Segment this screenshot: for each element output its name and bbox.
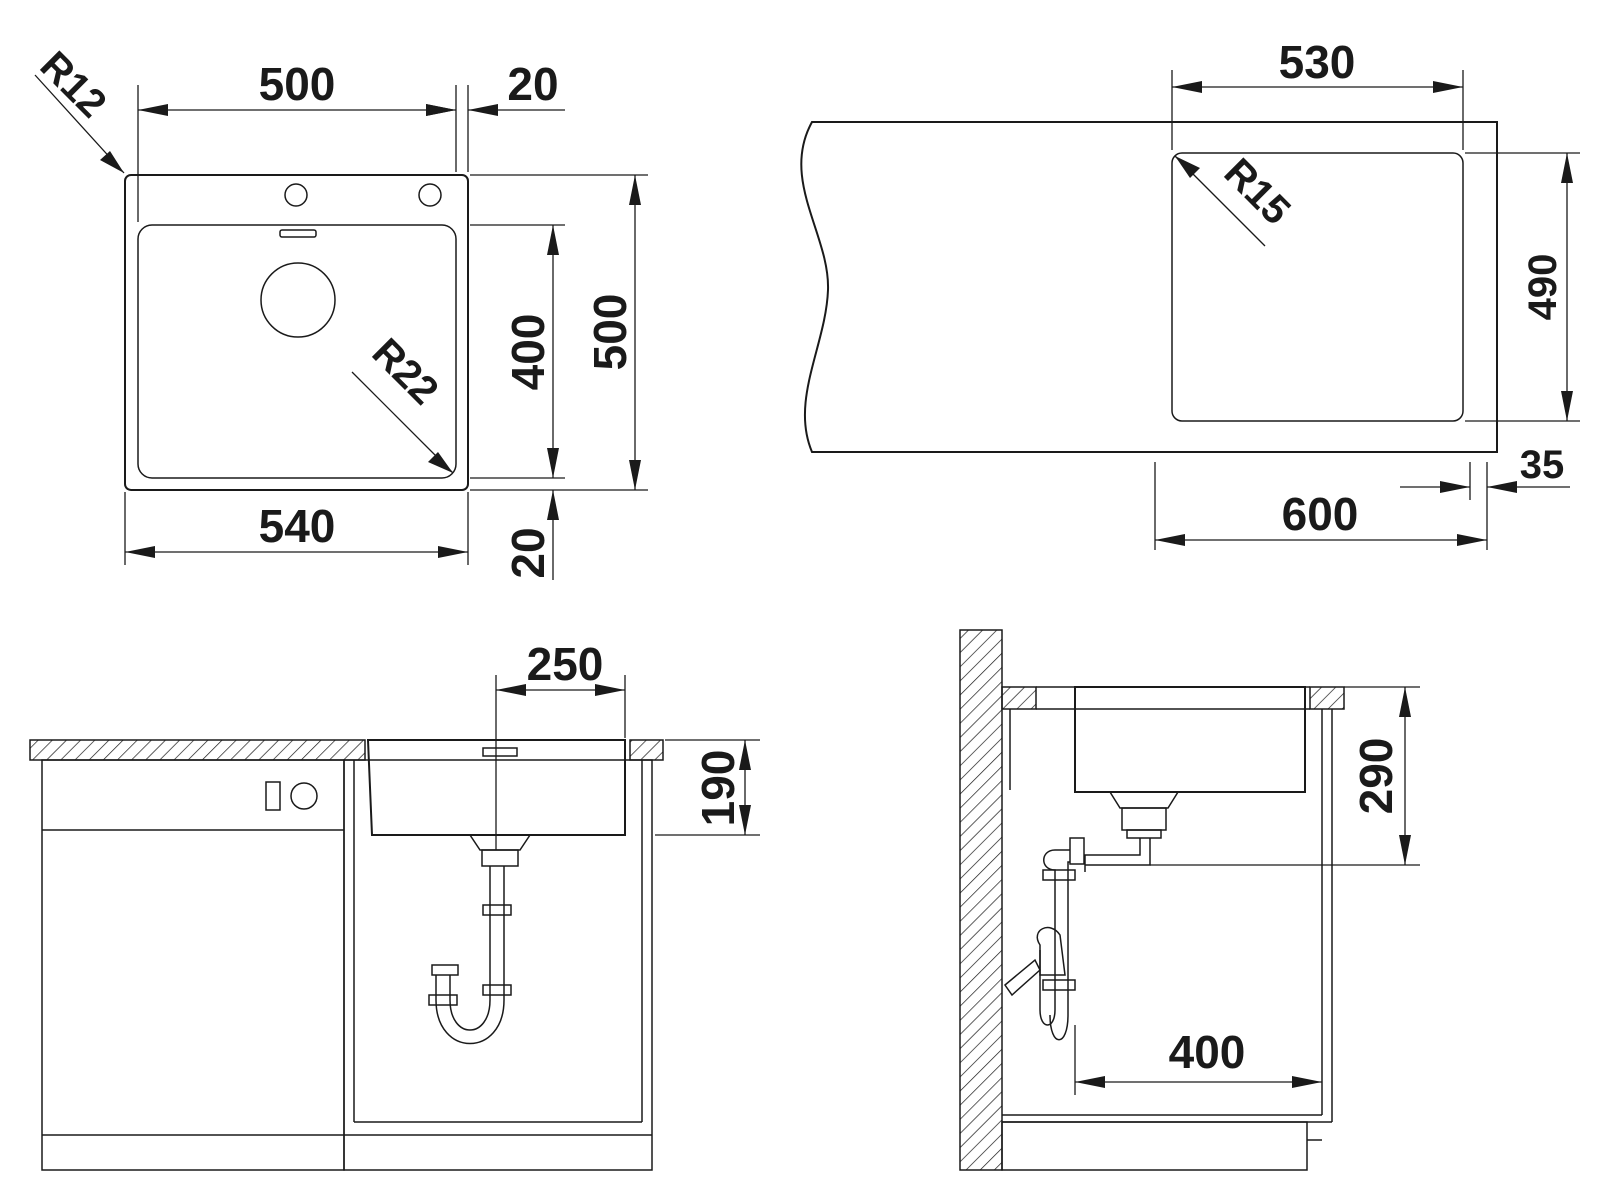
pipe-nut xyxy=(1069,837,1085,865)
side-view: 290 400 xyxy=(959,629,1420,1171)
siphon-pipe-outer xyxy=(435,866,505,1045)
dim-540: 540 xyxy=(259,500,336,552)
drain-nut xyxy=(481,849,519,867)
dim-250: 250 xyxy=(527,638,604,690)
cutout-view: 530 R15 490 35 600 xyxy=(800,36,1580,550)
bowl-outline xyxy=(137,224,457,479)
radius-r12: R12 xyxy=(32,43,115,126)
dim-290: 290 xyxy=(1350,738,1402,815)
trap-bend xyxy=(1036,926,1066,976)
pipe-nut xyxy=(482,984,512,996)
pipe-nut xyxy=(428,994,458,1006)
radius-r22: R22 xyxy=(364,330,447,413)
dim-400-vertical: 400 xyxy=(502,314,554,391)
worktop-back xyxy=(1309,686,1345,710)
worktop-left xyxy=(29,739,366,761)
dim-500-vertical: 500 xyxy=(584,294,636,371)
control-knob-icon xyxy=(265,781,281,811)
sink-outline xyxy=(124,174,469,491)
drain-nut xyxy=(1126,829,1162,839)
top-view: 500 20 R12 R22 540 400 500 xyxy=(32,43,648,580)
dim-35: 35 xyxy=(1520,443,1565,487)
pipe-nut xyxy=(482,904,512,916)
sink-bowl xyxy=(366,739,626,836)
dim-490: 490 xyxy=(1521,254,1565,321)
dim-500-top: 500 xyxy=(259,58,336,110)
drain-body xyxy=(1121,807,1167,831)
front-view: 250 190 xyxy=(29,638,760,1171)
cabinet-plinth xyxy=(1001,1121,1308,1171)
worktop-front xyxy=(1001,686,1037,710)
worktop-outline xyxy=(800,121,1498,453)
dim-190: 190 xyxy=(692,750,744,827)
wall xyxy=(959,629,1003,1171)
cabinet-right xyxy=(343,759,653,1171)
sink-bowl xyxy=(1074,686,1306,793)
dim-20-top: 20 xyxy=(507,58,558,110)
dim-400-side: 400 xyxy=(1169,1026,1246,1078)
wall-connector xyxy=(1003,958,1041,997)
tap-hole-icon xyxy=(418,183,442,207)
pipe-nut xyxy=(1042,979,1076,991)
cutout-outline xyxy=(1171,152,1464,422)
overflow-slot xyxy=(482,747,518,757)
trap-cap xyxy=(431,964,459,976)
control-dial-icon xyxy=(290,782,318,810)
pipe-nut xyxy=(1042,869,1076,881)
tap-hole-icon xyxy=(284,183,308,207)
drain-pipe xyxy=(1084,838,1141,872)
overflow-slot xyxy=(279,229,317,238)
cabinet-left xyxy=(41,759,345,1171)
drain-icon xyxy=(260,262,336,338)
dim-20-bottom: 20 xyxy=(502,527,554,578)
drain-fitting xyxy=(468,834,532,851)
trap-pipe xyxy=(1039,849,1070,1026)
radius-r15: R15 xyxy=(1216,150,1299,233)
dim-530: 530 xyxy=(1279,36,1356,88)
drain-fitting xyxy=(1108,791,1180,809)
worktop-right xyxy=(629,739,664,761)
dim-600: 600 xyxy=(1282,488,1359,540)
